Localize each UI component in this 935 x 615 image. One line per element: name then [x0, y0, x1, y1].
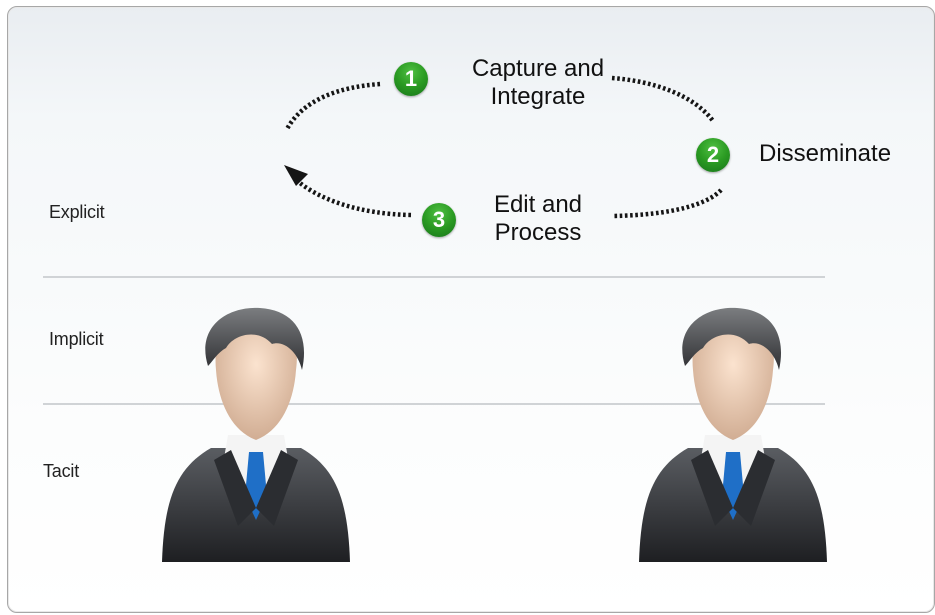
- arrow-step1-left: [285, 81, 381, 131]
- layer-label-explicit: Explicit: [49, 202, 105, 222]
- step-1-label-line-1: Capture and: [471, 55, 605, 82]
- diagram-frame: Explicit Implicit Tacit 1 Capture and In…: [7, 6, 935, 613]
- explicit-implicit-divider: [43, 276, 825, 278]
- step-1-label: Capture and Integrate: [428, 55, 648, 111]
- businessman-icon: [639, 307, 827, 562]
- step-2-badge: 2: [696, 138, 730, 172]
- step-3-badge: 3: [422, 203, 456, 237]
- layer-label-tacit: Tacit: [43, 461, 80, 481]
- arrow-step3-left: [298, 181, 412, 218]
- step-3-label-line-2: Process: [494, 219, 582, 246]
- arrowhead-icon: [284, 165, 308, 186]
- step-1-label-line-2: Integrate: [490, 83, 586, 110]
- step-3-label: Edit and Process: [448, 191, 628, 247]
- step-2-label: Disseminate: [759, 140, 892, 167]
- layer-label-implicit: Implicit: [49, 329, 104, 349]
- arrow-step2-bottom: [612, 188, 723, 219]
- step-3-label-line-1: Edit and: [493, 191, 583, 218]
- businessman-icon: [162, 307, 350, 562]
- implicit-tacit-divider: [43, 403, 825, 405]
- step-1-badge: 1: [394, 62, 428, 96]
